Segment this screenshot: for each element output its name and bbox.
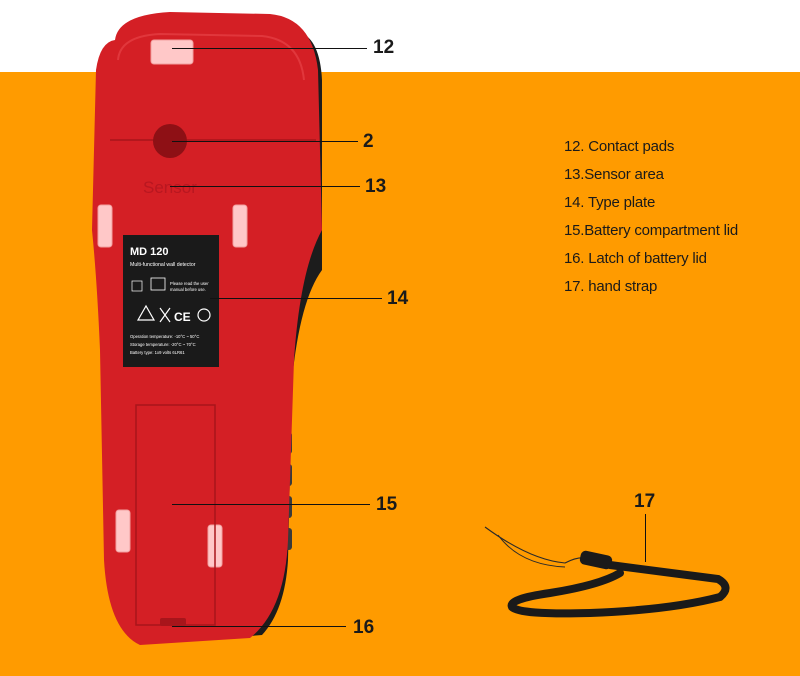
legend-item-13: 13.Sensor area [564, 166, 664, 183]
plate-op-temp: Operation temperature: -10°C ~ 50°C [130, 334, 199, 339]
strap-clip [579, 550, 613, 570]
leader-line-16 [172, 626, 346, 627]
sensor-hole [153, 124, 187, 158]
legend-item-15: 15.Battery compartment lid [564, 222, 739, 239]
legend-item-17: 17. hand strap [564, 278, 658, 295]
plate-battery: Battery type: 1x9 volts 6LR61 [130, 350, 185, 355]
leader-line-12 [172, 48, 367, 49]
leader-line-2 [172, 141, 358, 142]
plate-model: MD 120 [130, 246, 169, 258]
weee-icon [159, 307, 171, 323]
callout-17: 17 [634, 491, 656, 512]
rohs-icon [197, 308, 211, 322]
type-plate: MD 120 Multi-functional wall detector Pl… [123, 235, 219, 367]
callout-14: 14 [387, 288, 409, 309]
warning-icon [136, 304, 156, 321]
ce-mark-icon: CE [174, 310, 191, 324]
legend-item-16: 16. Latch of battery lid [564, 250, 707, 267]
callout-16: 16 [353, 617, 375, 638]
contact-pads [97, 39, 248, 568]
legend-item-12: 12. Contact pads [564, 138, 675, 155]
callout-15: 15 [376, 494, 398, 515]
legend-item-14: 14. Type plate [564, 194, 656, 211]
plate-note-line2: manual before use. [170, 287, 206, 292]
strap-cord [484, 526, 591, 564]
callout-13: 13 [365, 176, 387, 197]
battery-latch [160, 618, 186, 626]
sensor-text: Sensor [143, 178, 197, 197]
plate-storage-temp: Storage temperature: -20°C ~ 70°C [130, 342, 196, 347]
battery-lid [135, 404, 216, 626]
strap-loop [507, 561, 730, 618]
callout-12: 12 [373, 37, 395, 58]
plate-note-line1: Please read the user [170, 281, 209, 286]
hand-strap [484, 526, 730, 618]
leader-line-14 [210, 298, 382, 299]
leader-line-13 [170, 186, 360, 187]
leader-line-15 [172, 504, 370, 505]
legend-list: 12. Contact pads 13.Sensor area 14. Type… [564, 138, 738, 306]
leader-line-17 [645, 514, 646, 562]
plate-subtitle: Multi-functional wall detector [130, 262, 196, 268]
callout-2: 2 [363, 131, 374, 152]
